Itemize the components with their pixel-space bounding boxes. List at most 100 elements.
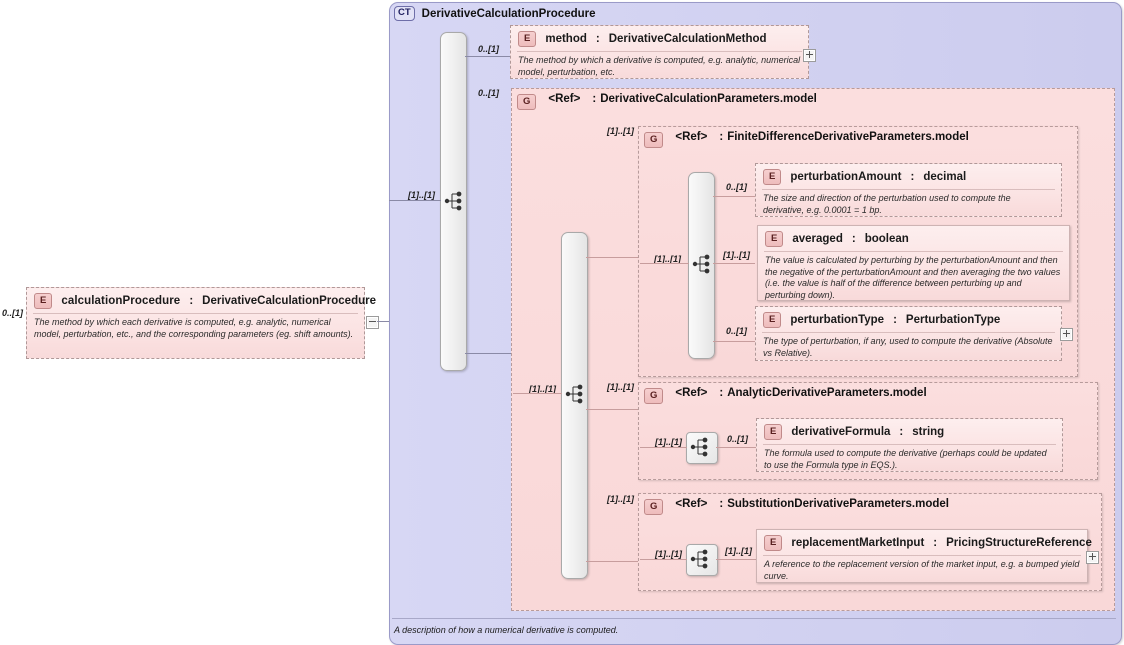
finite-difference-sequence-compositor[interactable]	[688, 172, 715, 359]
collapse-toggle-calculation-procedure[interactable]	[366, 316, 379, 329]
group-separator: :	[592, 93, 597, 105]
connector-into-substitution-sequence	[640, 559, 687, 560]
perturbation-type-occurrence: 0..[1]	[726, 326, 748, 336]
element-derivative-formula-doc: The formula used to compute the derivati…	[763, 444, 1056, 475]
sequence-icon	[444, 191, 462, 211]
element-derivative-formula-title: E derivativeFormula : string	[757, 419, 1062, 444]
substitution-occurrence: [1]..[1]	[607, 494, 634, 504]
substitution-sequence-occurrence: [1]..[1]	[655, 549, 682, 559]
element-method-type: DerivativeCalculationMethod	[608, 33, 767, 45]
complex-type-footer-note: A description of how a numerical derivat…	[394, 625, 619, 635]
parameters-group-occurrence: 0..[1]	[478, 88, 500, 98]
connector-source-to-root	[377, 321, 389, 322]
element-calculation-procedure-title: E calculationProcedure : DerivativeCalcu…	[27, 288, 376, 313]
element-perturbation-type-name: perturbationType	[790, 314, 885, 326]
group-badge-icon: G	[644, 499, 664, 515]
analytic-occurrence: [1]..[1]	[607, 382, 634, 392]
element-averaged-name: averaged	[792, 233, 843, 245]
element-replacement-market-input-type: PricingStructureReference	[946, 537, 1092, 549]
group-analytic-name-wrap: : AnalyticDerivativeParameters.model	[719, 387, 927, 400]
element-method[interactable]: E method : DerivativeCalculationMethod T…	[510, 25, 809, 79]
group-separator: :	[719, 131, 724, 143]
element-perturbation-type[interactable]: E perturbationType : PerturbationType Th…	[755, 306, 1062, 361]
method-occurrence: 0..[1]	[478, 44, 500, 54]
element-replacement-market-input-doc: A reference to the replacement version o…	[763, 555, 1081, 586]
group-derivative-calculation-parameters-name: DerivativeCalculationParameters.model	[600, 93, 817, 105]
element-badge-icon: E	[34, 293, 53, 309]
expand-toggle-replacement-market-input[interactable]	[1086, 551, 1099, 564]
complex-type-header: CT DerivativeCalculationProcedure	[394, 6, 596, 21]
element-perturbation-amount-type: decimal	[923, 171, 967, 183]
connector-to-perturbation-amount	[713, 196, 755, 197]
element-calculation-procedure[interactable]: E calculationProcedure : DerivativeCalcu…	[26, 287, 376, 359]
group-badge-icon: G	[644, 132, 664, 148]
connector-root-to-method	[465, 56, 510, 57]
element-perturbation-amount-doc: The size and direction of the perturbati…	[762, 189, 1055, 220]
group-finite-difference-parameters-name: FiniteDifferenceDerivativeParameters.mod…	[727, 131, 969, 143]
connector-to-perturbation-type	[713, 341, 755, 342]
element-averaged[interactable]: E averaged : boolean The value is calcul…	[757, 225, 1070, 301]
element-replacement-market-input-title: E replacementMarketInput : PricingStruct…	[757, 530, 1092, 555]
connector-to-substitution-group	[586, 561, 638, 562]
element-replacement-market-input[interactable]: E replacementMarketInput : PricingStruct…	[756, 529, 1092, 586]
finite-difference-occurrence: [1]..[1]	[607, 126, 634, 136]
group-derivative-calculation-parameters-header: G <Ref> : DerivativeCalculationParameter…	[517, 93, 817, 110]
group-badge-icon: G	[644, 388, 664, 404]
perturbation-amount-occurrence: 0..[1]	[726, 182, 748, 192]
element-perturbation-amount[interactable]: E perturbationAmount : decimal The size …	[755, 163, 1062, 217]
group-ref-label: <Ref>	[675, 387, 708, 399]
group-ref-label: <Ref>	[675, 131, 708, 143]
element-badge-icon: E	[765, 231, 784, 247]
element-derivative-formula-type: string	[912, 426, 945, 438]
group-badge-icon: G	[517, 94, 537, 110]
group-substitution-parameters-header: G <Ref> : SubstitutionDerivativeParamete…	[644, 498, 949, 515]
element-badge-icon: E	[763, 312, 782, 328]
connector-to-derivative-formula	[716, 447, 756, 448]
connector-to-replacement-market-input	[716, 559, 756, 560]
element-calculation-procedure-name: calculationProcedure	[61, 295, 181, 307]
expand-toggle-perturbation-type[interactable]	[1060, 328, 1073, 341]
analytic-sequence-occurrence: [1]..[1]	[655, 437, 682, 447]
sequence-icon	[692, 254, 710, 274]
sequence-icon	[565, 384, 583, 404]
finite-difference-sequence-occurrence: [1]..[1]	[654, 254, 681, 264]
element-calculation-procedure-type: DerivativeCalculationProcedure	[202, 295, 376, 307]
root-sequence-occurrence: [1]..[1]	[408, 190, 435, 200]
group-substitution-parameters-name: SubstitutionDerivativeParameters.model	[727, 498, 949, 510]
element-derivative-formula[interactable]: E derivativeFormula : string The formula…	[756, 418, 1063, 472]
averaged-occurrence: [1]..[1]	[723, 250, 750, 260]
element-perturbation-type-doc: The type of perturbation, if any, used t…	[762, 332, 1055, 363]
element-averaged-doc: The value is calculated by perturbing by…	[764, 251, 1063, 305]
expand-toggle-method[interactable]	[803, 49, 816, 62]
element-calculation-procedure-separator: :	[189, 295, 194, 307]
element-derivative-formula-separator: :	[899, 426, 904, 438]
connector-root-to-parameters-group	[465, 353, 513, 354]
source-element-occurrence: 0..[1]	[2, 308, 24, 318]
replacement-market-input-occurrence: [1]..[1]	[725, 546, 752, 556]
group-finite-difference-parameters-header: G <Ref> : FiniteDifferenceDerivativePara…	[644, 131, 969, 148]
group-separator: :	[719, 387, 724, 399]
element-perturbation-amount-separator: :	[910, 171, 915, 183]
group-substitution-name-wrap: : SubstitutionDerivativeParameters.model	[719, 498, 949, 511]
group-analytic-parameters-header: G <Ref> : AnalyticDerivativeParameters.m…	[644, 387, 927, 404]
connector-to-finite-difference-group	[586, 257, 638, 258]
group-ref-label: <Ref>	[548, 93, 581, 105]
element-perturbation-amount-title: E perturbationAmount : decimal	[756, 164, 1061, 189]
element-averaged-title: E averaged : boolean	[758, 226, 1069, 251]
derivative-formula-occurrence: 0..[1]	[727, 434, 749, 444]
element-perturbation-type-separator: :	[893, 314, 897, 326]
group-finite-difference-name-wrap: : FiniteDifferenceDerivativeParameters.m…	[719, 131, 969, 144]
element-averaged-type: boolean	[864, 233, 909, 245]
connector-into-finite-difference-sequence	[640, 263, 689, 264]
parameters-group-sequence-compositor[interactable]	[561, 232, 588, 579]
element-method-separator: :	[595, 33, 600, 45]
substitution-sequence-compositor[interactable]	[686, 544, 718, 576]
connector-to-averaged	[713, 263, 755, 264]
element-method-doc: The method by which a derivative is comp…	[517, 51, 802, 82]
element-replacement-market-input-name: replacementMarketInput	[791, 537, 925, 549]
element-averaged-separator: :	[851, 233, 856, 245]
element-perturbation-type-type: PerturbationType	[905, 314, 1001, 326]
group-separator: :	[719, 498, 724, 510]
group-ref-label: <Ref>	[675, 498, 708, 510]
connector-into-parameters-sequence	[513, 393, 562, 394]
